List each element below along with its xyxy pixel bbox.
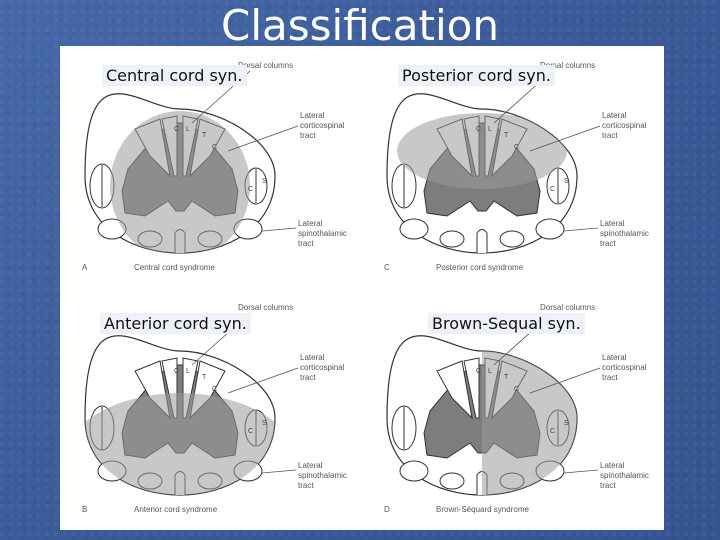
spinothalamic-label-0: Lateral [298, 219, 323, 228]
tract-letter-c: C [212, 144, 217, 151]
spinothalamic-pointer [563, 227, 599, 232]
corticospinal-label-1: corticospinal [300, 121, 345, 130]
anterior-tract-right [499, 230, 525, 248]
spinothalamic-pointer [563, 469, 599, 474]
tract-letter-c: C [514, 144, 519, 151]
corticospinal-label-1: corticospinal [300, 363, 345, 372]
tract-letter-c: C [174, 126, 179, 133]
spinothalamic-label-2: tract [600, 481, 616, 490]
panel-caption: Central cord syndrome [134, 263, 215, 272]
corticospinal-pointer [227, 125, 299, 152]
tract-letter-c: C [248, 428, 253, 435]
tract-letter-c: C [476, 368, 481, 375]
anterior-tract-left [439, 472, 465, 490]
tract-letter-c: C [476, 126, 481, 133]
dorsal-columns-label: Dorsal columns [540, 61, 595, 70]
ventral-tract-right [535, 218, 565, 240]
anterior-tract-left [439, 230, 465, 248]
spinothalamic-label-2: tract [298, 239, 314, 248]
panel-caption: Anterior cord syndrome [134, 505, 218, 514]
corticospinal-pointer [529, 367, 601, 394]
tract-letter-s: S [262, 178, 267, 185]
panel-label-posterior: Posterior cord syn. [398, 65, 555, 86]
corticospinal-label-0: Lateral [602, 111, 627, 120]
tract-letter-c: C [514, 386, 519, 393]
corticospinal-label-1: corticospinal [602, 363, 647, 372]
tract-letter-t: T [202, 374, 207, 381]
dorsal-columns-label: Dorsal columns [238, 61, 293, 70]
corticospinal-label-2: tract [602, 373, 618, 382]
tract-letter-s: S [262, 420, 267, 427]
dorsal-columns-label: Dorsal columns [540, 303, 595, 312]
slide-title: Classification [221, 1, 499, 50]
tract-letter-c: C [212, 386, 217, 393]
lesion-area-half [482, 343, 577, 495]
panel-caption: Posterior cord syndrome [436, 263, 524, 272]
spinothalamic-label-1: spinothalamic [600, 229, 649, 238]
panel-caption: Brown-Séquard syndrome [436, 505, 529, 514]
spinothalamic-label-2: tract [600, 239, 616, 248]
corticospinal-label-0: Lateral [300, 111, 325, 120]
tract-letter-l: L [488, 126, 492, 133]
spinothalamic-label-0: Lateral [600, 461, 625, 470]
panel-label-brown-sequard: Brown-Sequal syn. [428, 313, 585, 334]
tract-letter-c: C [174, 368, 179, 375]
spinothalamic-label-2: tract [298, 481, 314, 490]
ventral-tract-left [399, 218, 429, 240]
tract-letter-s: S [564, 178, 569, 185]
corticospinal-pointer [227, 367, 299, 394]
panel-letter: D [384, 505, 390, 514]
tract-letter-c: C [550, 428, 555, 435]
panel-letter: A [82, 263, 88, 272]
tract-letter-c: C [550, 186, 555, 193]
corticospinal-label-2: tract [300, 131, 316, 140]
panel-label-anterior: Anterior cord syn. [100, 313, 251, 334]
corticospinal-label-2: tract [300, 373, 316, 382]
spinothalamic-pointer [261, 227, 297, 232]
tract-letter-c: C [248, 186, 253, 193]
lesion-area-anterior [85, 393, 275, 495]
anterior-median-fissure [476, 229, 488, 253]
panel-label-central: Central cord syn. [102, 65, 247, 86]
ventral-tract-left [399, 460, 429, 482]
corticospinal-label-2: tract [602, 131, 618, 140]
lateral-tracts [89, 163, 268, 248]
tract-letter-l: L [186, 126, 190, 133]
spinothalamic-label-0: Lateral [298, 461, 323, 470]
corticospinal-label-1: corticospinal [602, 121, 647, 130]
spinothalamic-label-0: Lateral [600, 219, 625, 228]
fasciculus-gracilis-left [463, 357, 480, 419]
panel-letter: B [82, 505, 87, 514]
tract-letter-t: T [504, 374, 509, 381]
tract-letter-s: S [564, 420, 569, 427]
spinothalamic-label-1: spinothalamic [600, 471, 649, 480]
corticospinal-label-0: Lateral [300, 353, 325, 362]
corticospinal-pointer [529, 125, 601, 152]
spinothalamic-label-1: spinothalamic [298, 229, 347, 238]
lesion-area-posterior [397, 113, 567, 189]
panel-letter: C [384, 263, 390, 272]
tract-letter-l: L [186, 368, 190, 375]
lateral-tracts [391, 163, 570, 248]
tract-letter-t: T [202, 132, 207, 139]
corticospinal-label-0: Lateral [602, 353, 627, 362]
tract-letter-t: T [504, 132, 509, 139]
spinothalamic-label-1: spinothalamic [298, 471, 347, 480]
lesion-area-central [110, 111, 250, 253]
fasciculus-cuneatus-left [436, 360, 473, 420]
spinothalamic-pointer [261, 469, 297, 474]
dorsal-columns-label: Dorsal columns [238, 303, 293, 312]
tract-letter-l: L [488, 368, 492, 375]
